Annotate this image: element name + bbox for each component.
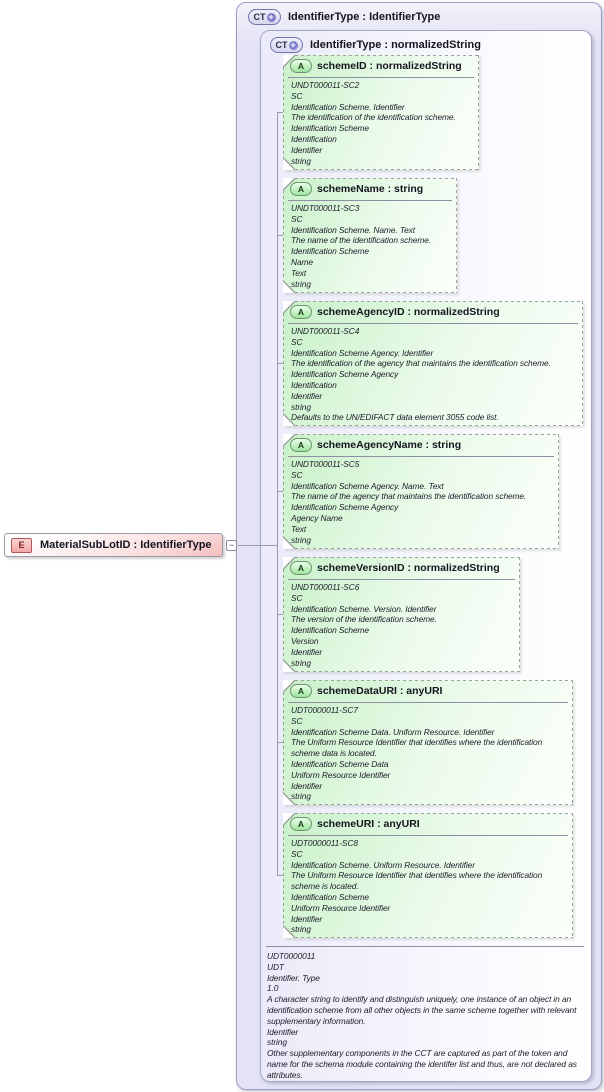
complex-type-header-inner: CT+ IdentifierType : normalizedString: [270, 37, 481, 53]
attribute-header: A schemeVersionID : normalizedString: [283, 557, 520, 577]
attribute-box-schemename: A schemeName : string UNDT000011-SC3 SC …: [283, 178, 457, 293]
e-badge-label: E: [18, 540, 25, 550]
connector-line: [238, 545, 278, 546]
a-badge-label: A: [297, 686, 305, 696]
complex-type-header-outer: CT+ IdentifierType : IdentifierType: [248, 9, 440, 25]
attribute-header: A schemeURI : anyURI: [283, 813, 573, 833]
attribute-header: A schemeName : string: [283, 178, 457, 198]
attribute-doc: UNDT000011-SC4 SC Identification Scheme …: [288, 323, 578, 423]
attribute-title: schemeURI : anyURI: [317, 818, 420, 830]
element-icon: E: [11, 537, 32, 553]
attribute-icon: A: [290, 438, 312, 452]
plus-icon[interactable]: +: [288, 39, 298, 50]
element-title: MaterialSubLotID : IdentifierType: [40, 539, 212, 551]
attribute-doc: UDT0000011-SC8 SC Identification Scheme.…: [288, 835, 568, 935]
attribute-icon: A: [290, 59, 312, 73]
attribute-doc: UNDT000011-SC3 SC Identification Scheme.…: [288, 200, 452, 289]
attribute-title: schemeAgencyID : normalizedString: [317, 306, 500, 318]
attribute-icon: A: [290, 305, 312, 319]
attribute-doc: UNDT000011-SC5 SC Identification Scheme …: [288, 456, 554, 545]
minus-icon: −: [228, 540, 235, 550]
complex-type-title-inner: IdentifierType : normalizedString: [310, 39, 481, 51]
attribute-icon: A: [290, 684, 312, 698]
connector-line: [277, 742, 284, 743]
attribute-icon: A: [290, 561, 312, 575]
attribute-title: schemeDataURI : anyURI: [317, 685, 443, 697]
element-materialsublotid[interactable]: E MaterialSubLotID : IdentifierType: [4, 533, 223, 557]
connector-line: [277, 875, 284, 876]
divider: [266, 946, 584, 947]
attribute-icon: A: [290, 817, 312, 831]
ct-badge-label: CT: [275, 40, 288, 50]
a-badge-label: A: [297, 563, 305, 573]
collapse-toggle[interactable]: −: [226, 540, 237, 551]
attribute-icon: A: [290, 182, 312, 196]
type-documentation: UDT0000011 UDT Identifier. Type 1.0 A ch…: [267, 951, 577, 1080]
attribute-title: schemeID : normalizedString: [317, 60, 462, 72]
attribute-title: schemeVersionID : normalizedString: [317, 562, 500, 574]
attribute-box-schemedatauri: A schemeDataURI : anyURI UDT0000011-SC7 …: [283, 680, 573, 805]
complex-type-icon: CT+: [270, 37, 303, 53]
a-badge-label: A: [297, 61, 305, 71]
a-badge-label: A: [297, 184, 305, 194]
attribute-header: A schemeAgencyName : string: [283, 434, 559, 454]
connector-line: [277, 614, 284, 615]
attribute-title: schemeName : string: [317, 183, 424, 195]
a-badge-label: A: [297, 440, 305, 450]
complex-type-title-outer: IdentifierType : IdentifierType: [288, 11, 441, 23]
connector-line: [277, 491, 284, 492]
attribute-box-schemeagencyname: A schemeAgencyName : string UNDT000011-S…: [283, 434, 559, 549]
connector-line: [277, 112, 284, 113]
a-badge-label: A: [297, 819, 305, 829]
complex-type-icon: CT+: [248, 9, 281, 25]
attribute-doc: UNDT000011-SC2 SC Identification Scheme.…: [288, 77, 474, 166]
connector-line: [277, 363, 284, 364]
a-badge-label: A: [297, 307, 305, 317]
connector-line: [277, 235, 284, 236]
attribute-box-schemeid: A schemeID : normalizedString UNDT000011…: [283, 55, 479, 170]
plus-icon[interactable]: +: [266, 11, 276, 22]
attribute-header: A schemeDataURI : anyURI: [283, 680, 573, 700]
attribute-doc: UDT0000011-SC7 SC Identification Scheme …: [288, 702, 568, 802]
attribute-doc: UNDT000011-SC6 SC Identification Scheme.…: [288, 579, 515, 668]
ct-badge-label: CT: [253, 12, 266, 22]
attribute-box-schemeagencyid: A schemeAgencyID : normalizedString UNDT…: [283, 301, 583, 426]
attribute-box-schemeuri: A schemeURI : anyURI UDT0000011-SC8 SC I…: [283, 813, 573, 938]
connector-line: [277, 112, 278, 876]
attribute-box-schemeversionid: A schemeVersionID : normalizedString UND…: [283, 557, 520, 672]
attribute-header: A schemeAgencyID : normalizedString: [283, 301, 583, 321]
attribute-header: A schemeID : normalizedString: [283, 55, 479, 75]
attribute-title: schemeAgencyName : string: [317, 439, 462, 451]
